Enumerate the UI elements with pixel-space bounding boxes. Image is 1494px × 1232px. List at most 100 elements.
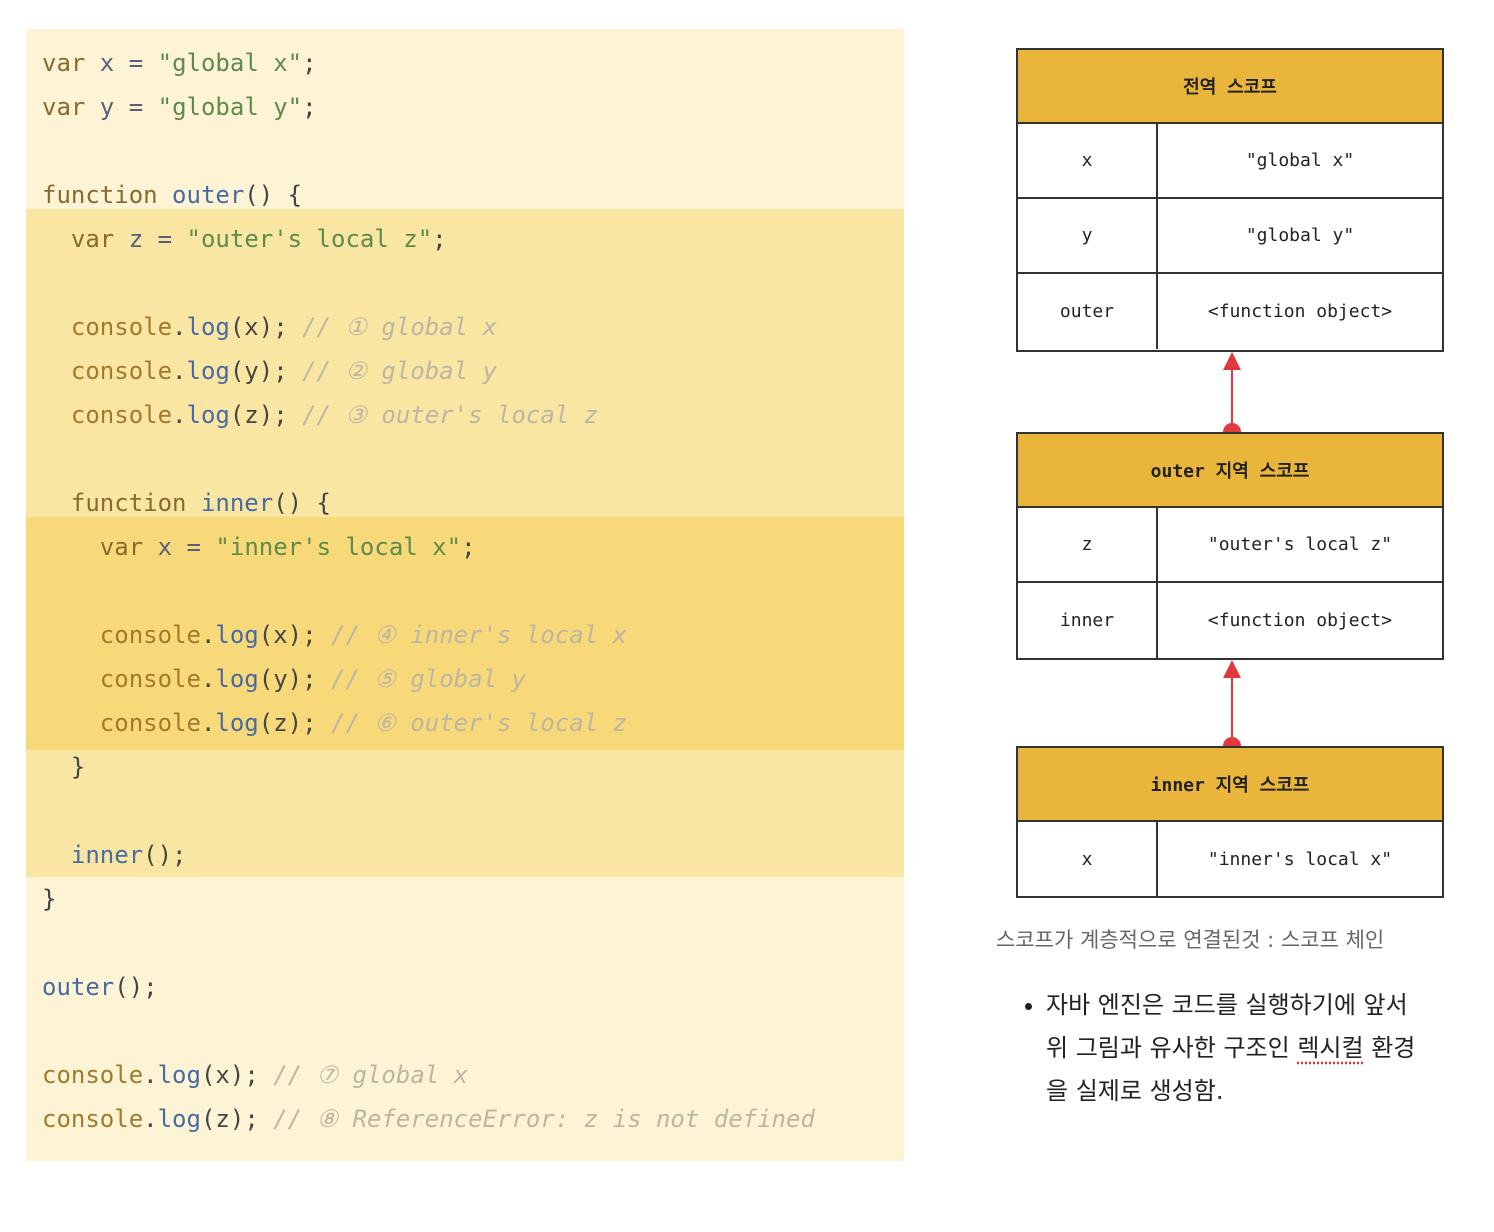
code-token: var — [42, 93, 86, 121]
code-token: log — [215, 621, 259, 649]
note-line-2-start: 위 그림과 유사한 구조인 — [1046, 1034, 1298, 1062]
code-token: // ② global y — [302, 357, 498, 385]
code-token: (z); — [229, 401, 303, 429]
code-token: log — [186, 357, 230, 385]
variable-name: x — [1018, 822, 1158, 897]
code-token: var — [42, 49, 86, 77]
scope-row: x "global x" — [1018, 124, 1442, 199]
outer-scope-box: outer 지역 스코프 z "outer's local z" inner <… — [1016, 432, 1444, 660]
chain-arrowhead-global — [1223, 352, 1241, 370]
inner-scope-highlight — [26, 517, 904, 750]
code-token: = — [128, 93, 144, 121]
code-token: console — [42, 357, 173, 385]
outer-scope-title: outer 지역 스코프 — [1018, 434, 1442, 508]
code-token: function — [42, 489, 187, 517]
variable-name: y — [1018, 199, 1158, 272]
code-token — [158, 181, 172, 209]
code-token: // ① global x — [302, 313, 498, 341]
scope-row: y "global y" — [1018, 199, 1442, 274]
note-line-1: 자바 엔진은 코드를 실행하기에 앞서 — [1046, 991, 1408, 1019]
code-token: log — [215, 709, 259, 737]
code-token: } — [42, 753, 86, 781]
inner-scope-box: inner 지역 스코프 x "inner's local x" — [1016, 746, 1444, 898]
global-scope-title: 전역 스코프 — [1018, 50, 1442, 124]
code-token: (); — [114, 973, 158, 1001]
variable-value: <function object> — [1207, 301, 1393, 322]
code-token: console — [42, 313, 173, 341]
code-line: var x = "inner's local x"; — [42, 531, 476, 563]
code-token: (x); — [229, 313, 303, 341]
code-token: . — [143, 1061, 158, 1089]
variable-value: "inner's local x" — [1207, 849, 1393, 870]
code-token: z — [114, 225, 158, 253]
code-token: . — [172, 313, 187, 341]
code-token — [143, 49, 157, 77]
code-token: . — [172, 357, 187, 385]
global-scope-box: 전역 스코프 x "global x" y "global y" outer <… — [1016, 48, 1444, 352]
code-token: "outer's local z" — [186, 225, 433, 253]
code-token: "global x" — [157, 49, 303, 77]
code-token: log — [215, 665, 259, 693]
scope-row: z "outer's local z" — [1018, 508, 1442, 583]
code-token: ; — [461, 533, 476, 561]
spellcheck-word: 렉시컬 — [1297, 1034, 1364, 1062]
variable-name: z — [1018, 508, 1158, 581]
code-line: function outer() { — [42, 179, 302, 211]
code-token: (y); — [229, 357, 303, 385]
variable-value: "outer's local z" — [1207, 534, 1393, 555]
code-token: console — [42, 1061, 144, 1089]
code-line: console.log(y); // ② global y — [42, 355, 497, 387]
code-token: // ⑧ ReferenceError: z is not defined — [273, 1105, 815, 1133]
code-token: . — [200, 709, 216, 737]
code-token: . — [172, 401, 187, 429]
code-token: () { — [273, 489, 331, 517]
scope-chain-diagram: 전역 스코프 x "global x" y "global y" outer <… — [1016, 48, 1446, 900]
code-token: outer — [42, 973, 115, 1001]
code-line: function inner() { — [42, 487, 331, 519]
code-line: var z = "outer's local z"; — [42, 223, 447, 255]
code-token: console — [42, 401, 173, 429]
code-token: ; — [302, 93, 317, 121]
code-token: outer — [172, 181, 245, 209]
code-line: } — [42, 751, 85, 783]
diagram-caption: 스코프가 계층적으로 연결된것 : 스코프 체인 — [996, 928, 1385, 952]
code-token: console — [42, 1105, 144, 1133]
code-token: log — [186, 313, 230, 341]
code-token: x — [85, 49, 129, 77]
explanation-note: 자바 엔진은 코드를 실행하기에 앞서위 그림과 유사한 구조인 렉시컬 환경을… — [1010, 984, 1480, 1113]
code-token: . — [143, 1105, 158, 1133]
code-token: "global y" — [157, 93, 303, 121]
code-token: console — [42, 665, 201, 693]
code-line: var x = "global x"; — [42, 47, 317, 79]
variable-value: <function object> — [1207, 610, 1393, 631]
code-token: ; — [432, 225, 447, 253]
code-token: inner — [200, 489, 274, 517]
code-token: "inner's local x" — [215, 533, 462, 561]
code-token: (x); — [258, 621, 332, 649]
note-line-3: 을 실제로 생성함. — [1046, 1077, 1224, 1105]
variable-value: "global y" — [1245, 225, 1355, 246]
bullet-list: 자바 엔진은 코드를 실행하기에 앞서위 그림과 유사한 구조인 렉시컬 환경을… — [1010, 984, 1480, 1113]
code-token: function — [42, 181, 158, 209]
code-line: console.log(z); // ⑥ outer's local z — [42, 707, 627, 739]
code-token — [143, 93, 157, 121]
code-token: // ⑤ global y — [331, 665, 526, 693]
variable-value: "global x" — [1245, 150, 1355, 171]
code-token: // ④ inner's local x — [331, 621, 628, 649]
list-item: 자바 엔진은 코드를 실행하기에 앞서위 그림과 유사한 구조인 렉시컬 환경을… — [1046, 984, 1480, 1113]
code-token: } — [42, 885, 57, 913]
variable-name: inner — [1018, 583, 1158, 658]
code-token: x — [143, 533, 187, 561]
note-line-2-end: 환경 — [1363, 1034, 1416, 1062]
code-token: y — [85, 93, 129, 121]
code-line: console.log(x); // ④ inner's local x — [42, 619, 627, 651]
code-token: // ③ outer's local z — [302, 401, 599, 429]
code-token: (); — [143, 841, 187, 869]
code-token: log — [157, 1061, 201, 1089]
code-token: log — [157, 1105, 201, 1133]
scope-row: inner <function object> — [1018, 583, 1442, 658]
code-token: = — [157, 225, 173, 253]
code-token: var — [42, 533, 144, 561]
code-panel: var x = "global x";var y = "global y";fu… — [26, 29, 904, 1161]
code-token: // ⑦ global x — [273, 1061, 469, 1089]
